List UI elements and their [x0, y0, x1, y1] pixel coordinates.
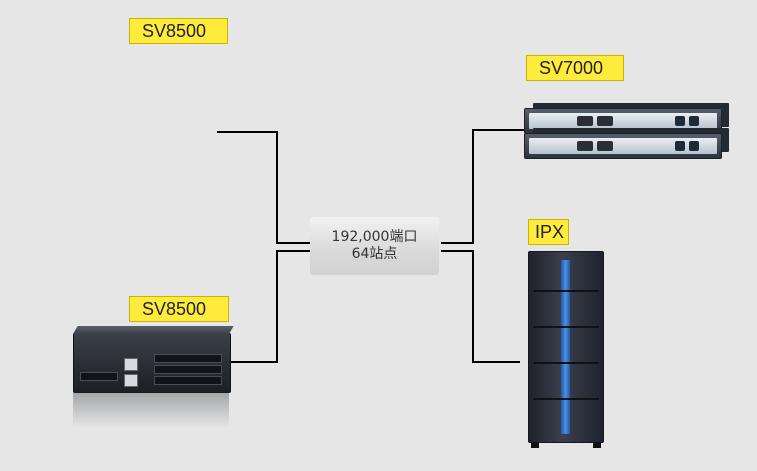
network-hub: 192,000端口 64站点 — [310, 217, 439, 275]
line-ipx — [441, 250, 520, 363]
sv7000-unit-lower — [524, 133, 722, 159]
sv8500-reflection — [73, 392, 229, 428]
sv7000-unit-upper — [524, 108, 722, 134]
line-sv8500-top — [217, 131, 310, 244]
sv8500-top-label: SV8500 — [129, 18, 228, 44]
line-sv8500-bottom — [229, 250, 310, 363]
sv7000-label: SV7000 — [526, 55, 624, 81]
hub-ports-text: 192,000端口 — [331, 229, 418, 245]
ipx-cabinet-icon — [528, 251, 604, 448]
line-sv7000 — [441, 129, 524, 244]
hub-sites-text: 64站点 — [351, 246, 398, 262]
sv8500-chassis-icon — [73, 326, 234, 393]
sv7000-device-icon — [520, 90, 730, 170]
sv8500-bottom-label: SV8500 — [129, 296, 229, 322]
ipx-label: IPX — [528, 219, 569, 245]
